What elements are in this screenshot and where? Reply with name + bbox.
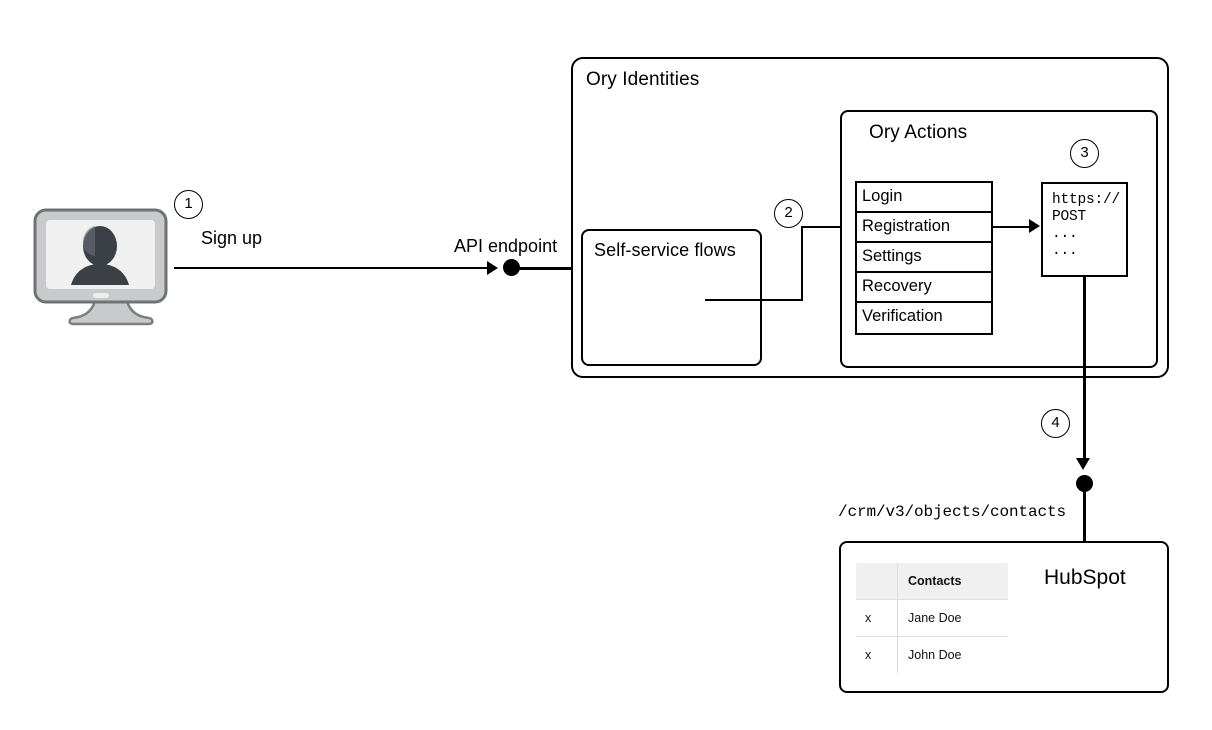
webhook-code-line-2: POST — [1052, 209, 1087, 225]
hubspot-arrowhead-icon — [1076, 458, 1090, 470]
sign-up-label: Sign up — [201, 228, 263, 248]
table-row[interactable]: x Jane Doe — [856, 599, 1008, 637]
hubspot-contacts-table: Contacts x Jane Doe x John Doe — [855, 562, 1009, 674]
flow-item-settings[interactable]: Settings — [857, 243, 991, 273]
flow-item-registration[interactable]: Registration — [857, 213, 991, 243]
hubspot-table-head: Contacts — [856, 563, 1008, 600]
signup-arrowhead-icon — [487, 261, 498, 275]
hubspot-row-mark: x — [856, 599, 898, 637]
flow-item-recovery[interactable]: Recovery — [857, 273, 991, 303]
hubspot-endpoint-node — [1076, 475, 1093, 492]
self-service-to-registration-segment-h2 — [801, 226, 852, 228]
hubspot-row-name: Jane Doe — [897, 599, 1008, 637]
webhook-code-line-1: https:// — [1052, 192, 1121, 208]
webhook-code-box: https:// POST ... ... — [1041, 182, 1128, 277]
webhook-to-hubspot-connector — [1083, 277, 1086, 462]
webhook-arrowhead-icon — [1029, 219, 1040, 233]
self-service-flows-box — [581, 229, 762, 366]
webhook-code-line-3: ... — [1052, 226, 1078, 242]
flow-item-login[interactable]: Login — [857, 183, 991, 213]
flow-item-verification[interactable]: Verification — [857, 303, 991, 333]
api-endpoint-label: API endpoint — [454, 236, 558, 256]
webhook-code-line-4: ... — [1052, 243, 1078, 259]
registration-to-webhook-connector — [993, 226, 1034, 228]
ory-actions-title: Ory Actions — [869, 122, 968, 143]
monitor-user-icon — [33, 208, 168, 331]
hubspot-header-contacts: Contacts — [897, 563, 1008, 600]
hubspot-title: HubSpot — [1044, 566, 1126, 589]
hubspot-table-body: x Jane Doe x John Doe — [856, 599, 1008, 673]
hubspot-row-mark: x — [856, 636, 898, 673]
table-row[interactable]: x John Doe — [856, 636, 1008, 673]
self-service-flows-title: Self-service flows — [594, 240, 736, 260]
step-marker-4: 4 — [1041, 409, 1070, 438]
api-endpoint-node — [503, 259, 520, 276]
signup-connector-line — [174, 267, 489, 269]
self-service-to-registration-segment-v — [801, 226, 803, 301]
step-marker-1: 1 — [174, 190, 203, 219]
step-marker-2: 2 — [774, 199, 803, 228]
self-service-to-registration-segment-h1 — [705, 299, 802, 301]
step-marker-3: 3 — [1070, 139, 1099, 168]
hubspot-endpoint-connector — [1083, 489, 1086, 545]
crm-path-label: /crm/v3/objects/contacts — [838, 503, 1067, 521]
hubspot-header-blank — [856, 563, 898, 600]
ory-actions-flow-list: Login Registration Settings Recovery Ver… — [855, 181, 993, 335]
hubspot-row-name: John Doe — [897, 636, 1008, 673]
api-endpoint-connector — [517, 267, 573, 270]
hubspot-table-header-row: Contacts — [856, 563, 1008, 600]
ory-identities-title: Ory Identities — [586, 69, 700, 90]
